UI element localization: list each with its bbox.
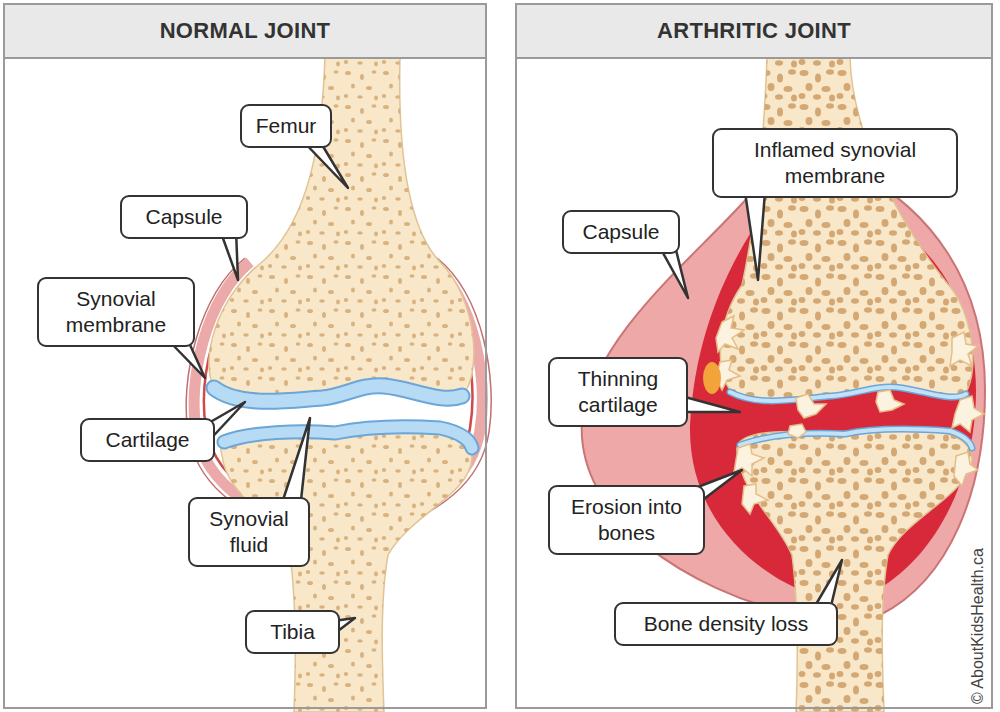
panel-header-band: NORMAL JOINT xyxy=(5,5,485,59)
callout-bubble: Tibia xyxy=(245,610,340,654)
callout-bubble: Synovial fluid xyxy=(188,497,310,567)
panel: NORMAL JOINT FemurCapsuleSynovial membran… xyxy=(3,3,487,709)
callout-label: Capsule xyxy=(131,204,237,230)
callout-tails xyxy=(168,138,842,640)
callout-label: Capsule xyxy=(573,219,669,245)
callout-label: Synovial fluid xyxy=(199,506,299,558)
callout-bubble: Inflamed synovial membrane xyxy=(712,128,958,198)
callout-bubble: Cartilage xyxy=(80,418,215,462)
callout-bubble: Thinning cartilage xyxy=(548,357,688,427)
callout-label: Erosion into bones xyxy=(559,494,694,546)
callout-bubble: Capsule xyxy=(120,195,248,239)
panel-header-band: ARTHRITIC JOINT xyxy=(517,5,991,59)
callout-label: Thinning cartilage xyxy=(559,366,677,418)
callout-bubble: Synovial membrane xyxy=(37,277,195,347)
callout-label: Bone density loss xyxy=(625,611,827,637)
callout-label: Inflamed synovial membrane xyxy=(723,137,947,189)
normal-joint xyxy=(186,57,491,712)
callout-label: Synovial membrane xyxy=(48,286,184,338)
callout-bubble: Erosion into bones xyxy=(548,485,705,555)
panel-title: NORMAL JOINT xyxy=(160,18,331,44)
callout-bubble: Femur xyxy=(240,104,332,148)
panel-title: ARTHRITIC JOINT xyxy=(657,18,851,44)
panel: ARTHRITIC JOINT Inflamed synovial membran… xyxy=(515,3,993,709)
callout-label: Femur xyxy=(251,113,321,139)
callout-bubble: Capsule xyxy=(562,210,680,254)
callout-label: Tibia xyxy=(256,619,329,645)
callout-label: Cartilage xyxy=(91,427,204,453)
callout-bubble: Bone density loss xyxy=(614,602,838,646)
copyright-label: © AboutKidsHealth.ca xyxy=(968,548,988,704)
